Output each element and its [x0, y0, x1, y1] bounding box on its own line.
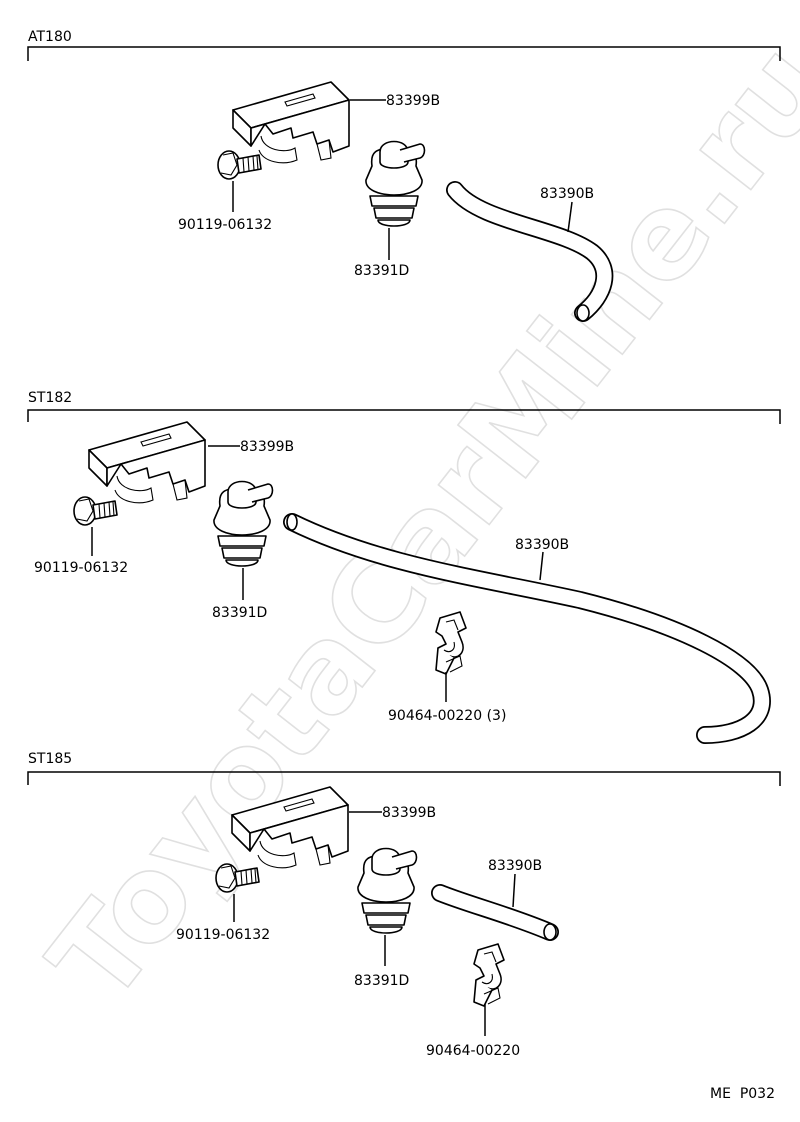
valve-part	[365, 140, 426, 227]
section-at180: AT180 83399B 90119-06132 83391D 83390B	[27, 29, 781, 322]
valve-label: 83391D	[354, 263, 409, 279]
bracket-part	[232, 81, 350, 164]
valve-label: 83391D	[212, 605, 267, 621]
bolt-part	[217, 150, 262, 180]
section-st185: ST185 83399B 90119-06132 83391D 83390B 9…	[27, 751, 781, 1059]
page-code: ME P032	[710, 1086, 775, 1102]
hose-label: 83390B	[488, 858, 542, 874]
hose-label: 83390B	[540, 186, 594, 202]
bolt-part	[73, 496, 118, 526]
section-st182: ST182 83399B 90119-06132 83391D 83390B 9…	[27, 390, 781, 744]
hose-label: 83390B	[515, 537, 569, 553]
bracket-label: 83399B	[382, 805, 436, 821]
section-title: ST185	[28, 751, 72, 767]
bolt-label: 90119-06132	[178, 217, 272, 233]
bracket-label: 83399B	[386, 93, 440, 109]
clip-label: 90464-00220	[426, 1043, 520, 1059]
section-title: ST182	[28, 390, 72, 406]
bracket-label: 83399B	[240, 439, 294, 455]
bracket-part	[88, 421, 206, 504]
bolt-label: 90119-06132	[176, 927, 270, 943]
section-title: AT180	[28, 29, 72, 45]
bolt-label: 90119-06132	[34, 560, 128, 576]
valve-part	[213, 480, 274, 567]
clip-part	[435, 611, 467, 675]
clip-label: 90464-00220 (3)	[388, 708, 506, 724]
clip-part	[473, 943, 505, 1007]
valve-label: 83391D	[354, 973, 409, 989]
valve-part	[357, 847, 418, 934]
